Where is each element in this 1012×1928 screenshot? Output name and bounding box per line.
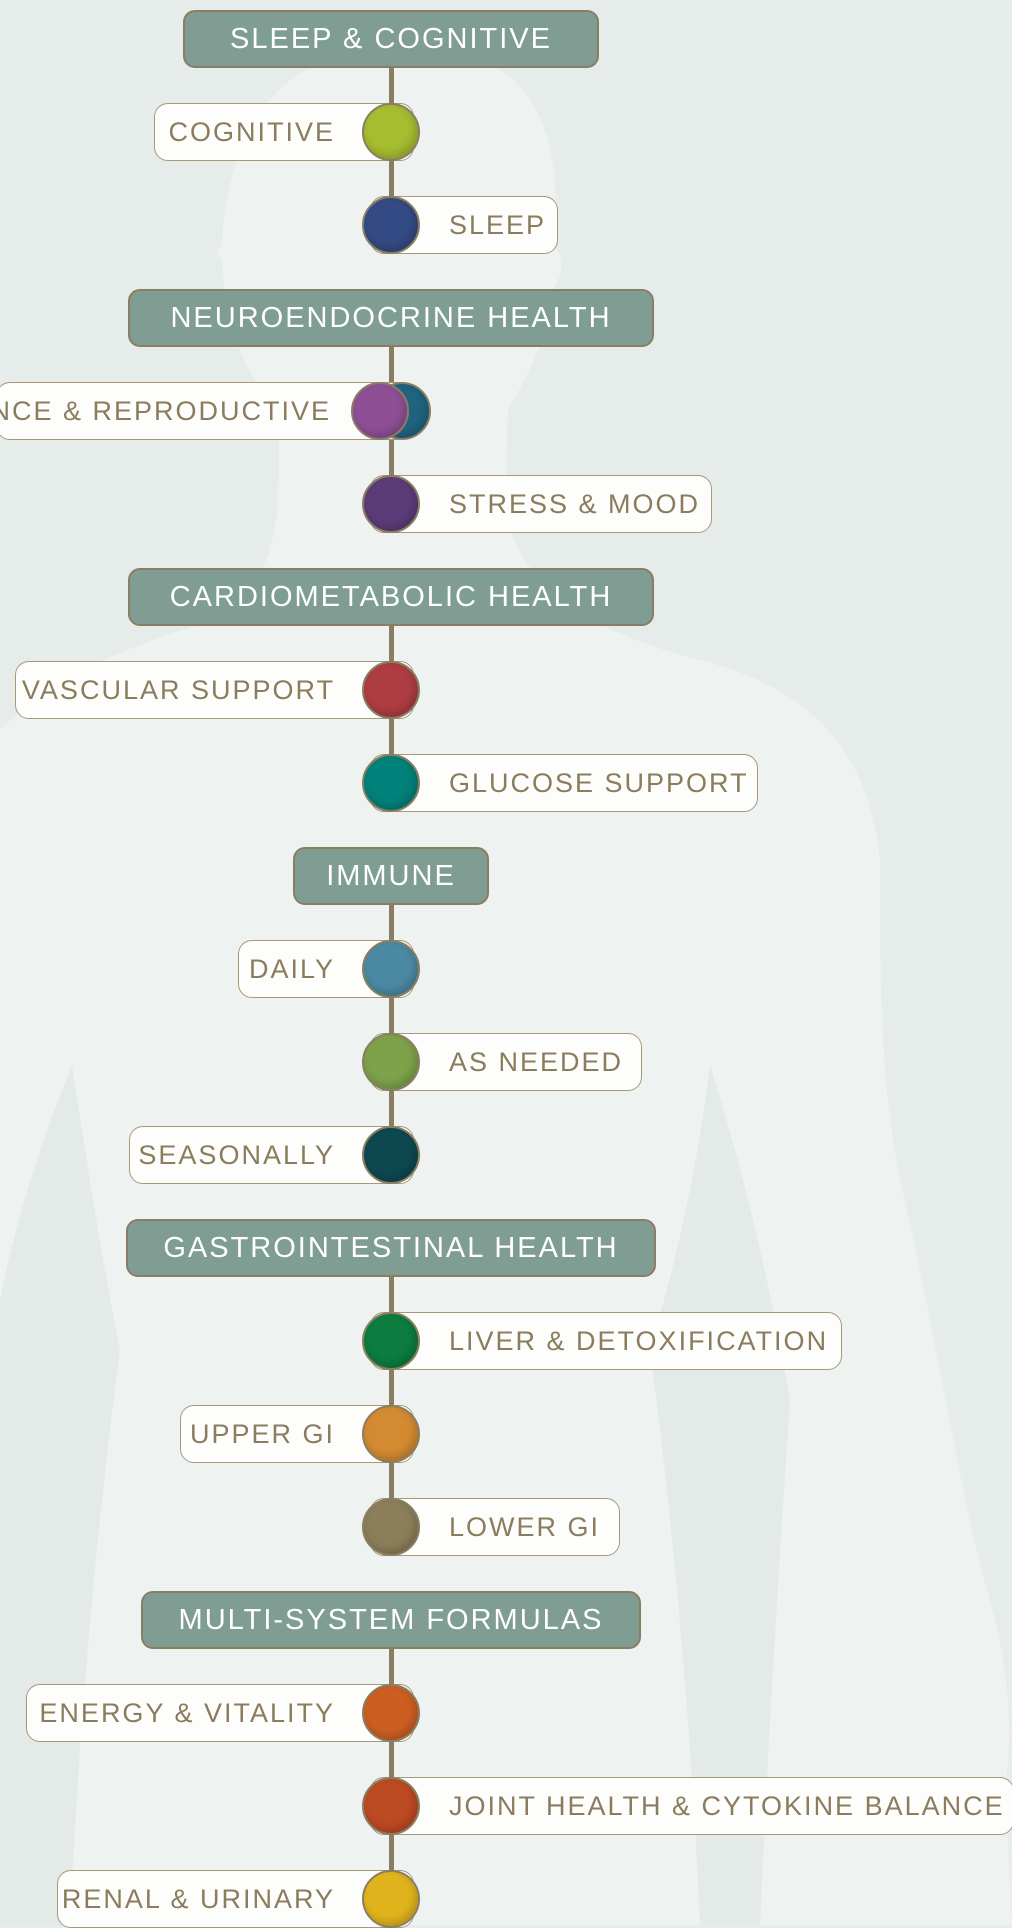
category-label: VASCULAR SUPPORT	[22, 675, 335, 706]
category-pill-nce-and-reproductive[interactable]: NCE & REPRODUCTIVE	[0, 382, 410, 440]
group-header-cardiometabolic-health[interactable]: CARDIOMETABOLIC HEALTH	[128, 568, 654, 626]
category-pill-renal-and-urinary[interactable]: RENAL & URINARY	[57, 1870, 414, 1928]
glucose-dot-icon[interactable]	[362, 754, 420, 812]
vascular-dot-icon[interactable]	[362, 661, 420, 719]
seasonally-dot-icon[interactable]	[362, 1126, 420, 1184]
group-header-immune[interactable]: IMMUNE	[293, 847, 489, 905]
liver-dot-icon[interactable]	[362, 1312, 420, 1370]
category-label: AS NEEDED	[449, 1047, 623, 1078]
cognitive-dot-icon[interactable]	[362, 103, 420, 161]
category-label: SLEEP	[449, 210, 546, 241]
connector-line	[389, 1641, 394, 1899]
category-label: ENERGY & VITALITY	[39, 1698, 335, 1729]
joint-dot-icon[interactable]	[362, 1777, 420, 1835]
lower-gi-dot-icon[interactable]	[362, 1498, 420, 1556]
connector-line	[389, 1269, 394, 1527]
category-label: COGNITIVE	[168, 117, 335, 148]
category-pill-vascular-support[interactable]: VASCULAR SUPPORT	[15, 661, 414, 719]
daily-dot-icon[interactable]	[362, 940, 420, 998]
category-label: UPPER GI	[190, 1419, 335, 1450]
category-label: RENAL & URINARY	[62, 1884, 335, 1915]
energy-dot-icon[interactable]	[362, 1684, 420, 1742]
category-label: NCE & REPRODUCTIVE	[0, 396, 331, 427]
sleep-dot-icon[interactable]	[362, 196, 420, 254]
category-label: JOINT HEALTH & CYTOKINE BALANCE	[449, 1791, 1005, 1822]
stress-mood-dot-icon[interactable]	[362, 475, 420, 533]
renal-dot-icon[interactable]	[362, 1870, 420, 1928]
reproductive-dot-icon[interactable]	[351, 382, 409, 440]
category-pill-stress-and-mood[interactable]: STRESS & MOOD	[370, 475, 712, 533]
category-label: LIVER & DETOXIFICATION	[449, 1326, 828, 1357]
group-header-gastrointestinal-health[interactable]: GASTROINTESTINAL HEALTH	[126, 1219, 656, 1277]
category-label: STRESS & MOOD	[449, 489, 700, 520]
category-label: LOWER GI	[449, 1512, 600, 1543]
group-header-multi-system-formulas[interactable]: MULTI-SYSTEM FORMULAS	[141, 1591, 641, 1649]
category-pill-glucose-support[interactable]: GLUCOSE SUPPORT	[370, 754, 758, 812]
upper-gi-dot-icon[interactable]	[362, 1405, 420, 1463]
category-pill-energy-and-vitality[interactable]: ENERGY & VITALITY	[26, 1684, 414, 1742]
group-header-sleep-and-cognitive[interactable]: SLEEP & COGNITIVE	[183, 10, 599, 68]
category-pill-liver-and-detoxification[interactable]: LIVER & DETOXIFICATION	[370, 1312, 842, 1370]
category-label: SEASONALLY	[138, 1140, 335, 1171]
as-needed-dot-icon[interactable]	[362, 1033, 420, 1091]
category-label: GLUCOSE SUPPORT	[449, 768, 749, 799]
group-header-neuroendocrine-health[interactable]: NEUROENDOCRINE HEALTH	[128, 289, 654, 347]
connector-line	[389, 897, 394, 1155]
category-pill-joint-health-and-cytokine-balance[interactable]: JOINT HEALTH & CYTOKINE BALANCE	[370, 1777, 1012, 1835]
category-label: DAILY	[249, 954, 335, 985]
